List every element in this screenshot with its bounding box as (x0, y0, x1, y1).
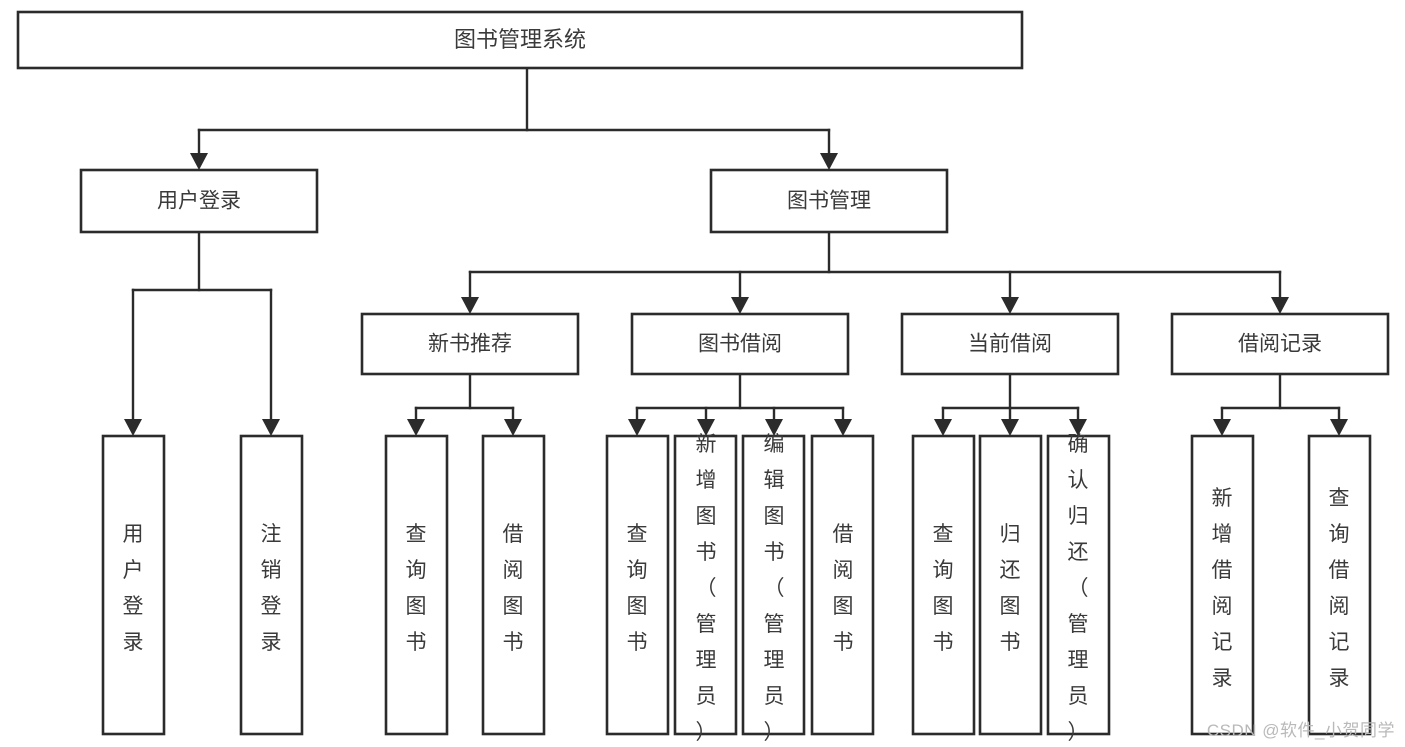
node-current-borrow-label: 当前借阅 (968, 333, 1052, 356)
node-bb-query-book-label: 查询图书 (627, 523, 648, 654)
node-user-login-leaf-label: 用户登录 (123, 523, 144, 654)
node-br-add-record-label: 新增借阅记录 (1212, 487, 1233, 690)
node-book-manage-label: 图书管理 (787, 190, 871, 213)
node-cb-confirm-return-box[interactable] (1046, 434, 1111, 736)
arrow-bb-add-book (697, 419, 715, 436)
node-root-label: 图书管理系统 (454, 27, 586, 52)
node-br-query-record[interactable]: 查询借阅记录 (1307, 434, 1372, 736)
arrow-rec-query-book (407, 419, 425, 436)
node-bb-add-book[interactable]: 新增图书（管理员） (673, 433, 738, 744)
node-logout-leaf-label: 注销登录 (261, 523, 282, 654)
node-user-login-label: 用户登录 (157, 190, 241, 213)
node-cb-return-book-box[interactable] (978, 434, 1043, 736)
arrow-bb-edit-book (765, 419, 783, 436)
node-cb-return-book-label: 归还图书 (1000, 523, 1021, 654)
arrow-bb-borrow-book (834, 419, 852, 436)
node-bb-query-book[interactable]: 查询图书 (605, 434, 670, 736)
node-new-book-rec-box[interactable] (360, 312, 580, 376)
node-borrow-record-label: 借阅记录 (1238, 333, 1322, 356)
node-borrow-record[interactable]: 借阅记录 (1170, 312, 1390, 376)
arrow-logout-leaf (262, 419, 280, 436)
node-rec-query-book-box[interactable] (384, 434, 449, 736)
node-br-query-record-box[interactable] (1307, 434, 1372, 736)
arrow-br-query-record (1330, 419, 1348, 436)
node-bb-borrow-book-box[interactable] (810, 434, 875, 736)
arrow-user-login (190, 153, 208, 170)
node-cb-confirm-return[interactable]: 确认归还（管理员） (1046, 433, 1111, 744)
node-br-add-record-box[interactable] (1190, 434, 1255, 736)
node-br-add-record[interactable]: 新增借阅记录 (1190, 434, 1255, 736)
node-book-manage-box[interactable] (709, 168, 949, 234)
node-root-box[interactable] (16, 10, 1024, 70)
node-cb-query-book[interactable]: 查询图书 (911, 434, 976, 736)
node-root[interactable]: 图书管理系统 (16, 10, 1024, 70)
arrow-cb-return-book (1001, 419, 1019, 436)
node-rec-borrow-book-box[interactable] (481, 434, 546, 736)
node-rec-borrow-book[interactable]: 借阅图书 (481, 434, 546, 736)
node-current-borrow[interactable]: 当前借阅 (900, 312, 1120, 376)
node-new-book-rec-label: 新书推荐 (428, 333, 512, 356)
node-user-login-box[interactable] (79, 168, 319, 234)
arrow-br-add-record (1213, 419, 1231, 436)
node-book-borrow-box[interactable] (630, 312, 850, 376)
arrow-rec-borrow-book (504, 419, 522, 436)
node-book-manage[interactable]: 图书管理 (709, 168, 949, 234)
arrow-cb-confirm-return (1069, 419, 1087, 436)
node-logout-leaf[interactable]: 注销登录 (239, 434, 304, 736)
node-rec-query-book[interactable]: 查询图书 (384, 434, 449, 736)
node-new-book-rec[interactable]: 新书推荐 (360, 312, 580, 376)
node-bb-edit-book[interactable]: 编辑图书（管理员） (741, 433, 806, 744)
arrow-borrow-record (1271, 297, 1289, 314)
node-book-borrow[interactable]: 图书借阅 (630, 312, 850, 376)
connector-layer (124, 66, 1348, 436)
node-user-login-leaf-box[interactable] (101, 434, 166, 736)
arrow-cb-query-book (934, 419, 952, 436)
node-bb-add-book-box[interactable] (673, 434, 738, 736)
node-bb-add-book-label: 新增图书（管理员） (696, 433, 717, 744)
node-cb-query-book-label: 查询图书 (933, 523, 954, 654)
node-current-borrow-box[interactable] (900, 312, 1120, 376)
node-book-borrow-label: 图书借阅 (698, 333, 782, 356)
node-bb-borrow-book-label: 借阅图书 (833, 523, 854, 654)
node-rec-query-book-label: 查询图书 (406, 523, 427, 654)
node-user-login-leaf[interactable]: 用户登录 (101, 434, 166, 736)
node-bb-borrow-book[interactable]: 借阅图书 (810, 434, 875, 736)
node-cb-confirm-return-label: 确认归还（管理员） (1068, 433, 1089, 744)
node-rec-borrow-book-label: 借阅图书 (503, 523, 524, 654)
arrow-book-manage (820, 153, 838, 170)
node-borrow-record-box[interactable] (1170, 312, 1390, 376)
arrow-user-login-leaf (124, 419, 142, 436)
node-bb-edit-book-box[interactable] (741, 434, 806, 736)
node-logout-leaf-box[interactable] (239, 434, 304, 736)
node-br-query-record-label: 查询借阅记录 (1329, 487, 1350, 690)
node-bb-query-book-box[interactable] (605, 434, 670, 736)
node-cb-return-book[interactable]: 归还图书 (978, 434, 1043, 736)
arrow-book-borrow (731, 297, 749, 314)
arrow-current-borrow (1001, 297, 1019, 314)
arrow-new-book-rec (461, 297, 479, 314)
node-user-login[interactable]: 用户登录 (79, 168, 319, 234)
node-bb-edit-book-label: 编辑图书（管理员） (764, 433, 785, 744)
node-cb-query-book-box[interactable] (911, 434, 976, 736)
arrow-bb-query-book (628, 419, 646, 436)
